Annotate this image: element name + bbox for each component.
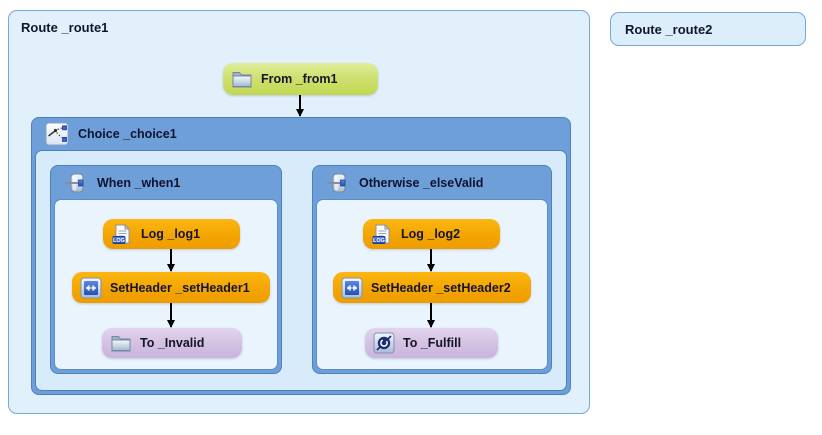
route1-title: Route _route1 — [21, 20, 109, 35]
to-invalid-node[interactable]: To _Invalid — [102, 328, 242, 358]
flow-arrow — [426, 303, 435, 328]
setheader-node-1[interactable]: SetHeader _setHeader1 — [72, 272, 270, 303]
from-node-label: From _from1 — [261, 72, 338, 86]
route1-container[interactable]: Route _route1 From _from1 — [8, 10, 590, 414]
to-invalid-label: To _Invalid — [140, 336, 205, 350]
folder-icon — [232, 72, 252, 88]
otherwise-container[interactable]: Otherwise _elseValid LOG Log _log2 — [312, 165, 552, 374]
when-container[interactable]: When _when1 LOG Log _log1 — [50, 165, 282, 374]
svg-text:LOG: LOG — [113, 238, 125, 244]
when-header: When _when1 — [51, 166, 281, 199]
when-label: When _when1 — [97, 175, 181, 190]
folder-icon — [111, 336, 131, 352]
set-header-icon — [80, 277, 102, 298]
log-node-2-label: Log _log2 — [401, 227, 461, 241]
set-header-icon — [341, 277, 363, 298]
to-fulfill-label: To _Fulfill — [403, 336, 462, 350]
svg-text:LOG: LOG — [373, 238, 385, 244]
when-body: LOG Log _log1 SetHe — [54, 199, 278, 370]
log-icon: LOG — [372, 223, 391, 244]
log-icon: LOG — [112, 223, 131, 244]
log-node-1[interactable]: LOG Log _log1 — [103, 219, 240, 249]
log-node-2[interactable]: LOG Log _log2 — [363, 219, 500, 249]
log-node-1-label: Log _log1 — [141, 227, 201, 241]
flow-arrow — [426, 249, 435, 272]
setheader-node-2-label: SetHeader _setHeader2 — [371, 280, 511, 295]
choice-container[interactable]: Choice _choice1 When _when1 — [31, 117, 571, 395]
otherwise-header: Otherwise _elseValid — [313, 166, 551, 199]
flow-arrow-from-choice — [295, 95, 304, 117]
setheader-node-1-label: SetHeader _setHeader1 — [110, 280, 250, 295]
route2-title: Route _route2 — [625, 21, 713, 37]
from-node[interactable]: From _from1 — [223, 63, 378, 95]
choice-icon — [45, 122, 69, 146]
message-filter-icon — [65, 173, 84, 192]
choice-label: Choice _choice1 — [78, 127, 177, 141]
choice-header: Choice _choice1 — [32, 118, 570, 150]
message-filter-icon — [327, 173, 346, 192]
endpoint-icon — [373, 332, 395, 354]
to-fulfill-node[interactable]: To _Fulfill — [365, 328, 498, 358]
setheader-node-2[interactable]: SetHeader _setHeader2 — [333, 272, 531, 303]
otherwise-label: Otherwise _elseValid — [359, 175, 484, 190]
route2-container[interactable]: Route _route2 — [610, 12, 806, 46]
otherwise-body: LOG Log _log2 SetHe — [316, 199, 548, 370]
flow-arrow — [166, 303, 175, 328]
flow-arrow — [166, 249, 175, 272]
choice-body: When _when1 LOG Log _log1 — [35, 150, 567, 391]
